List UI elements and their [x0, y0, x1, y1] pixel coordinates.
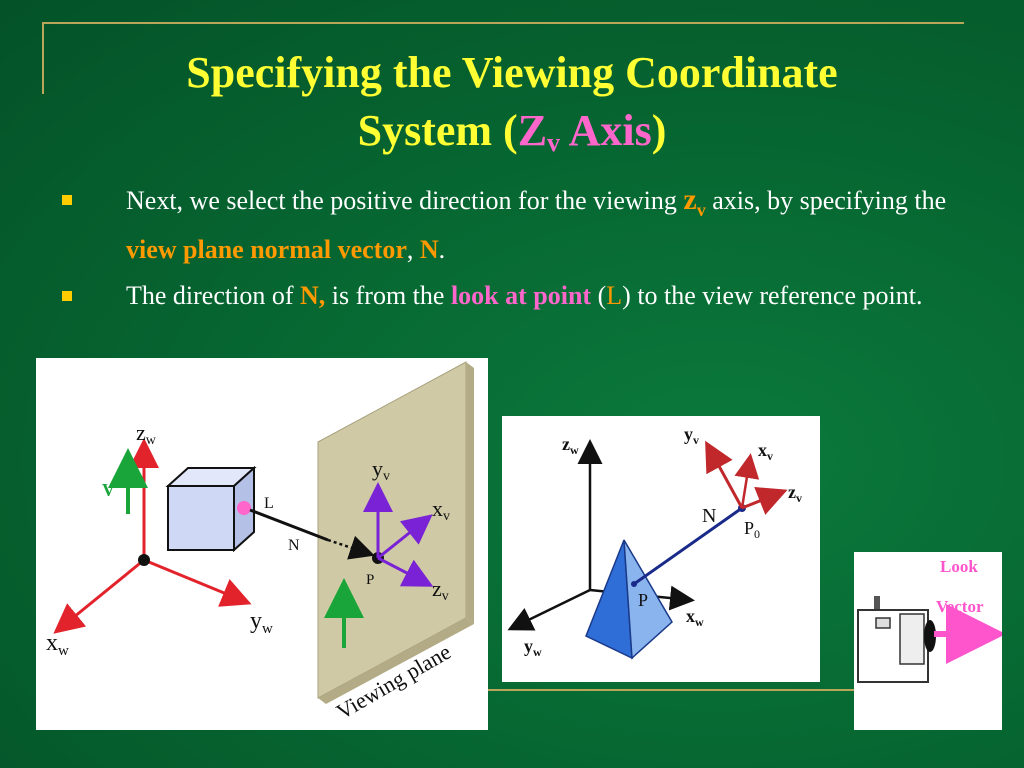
- bullet-1-zv-sub: v: [696, 200, 706, 220]
- label-look: Look: [940, 557, 978, 576]
- bullet-1-text-2: axis, by specifying the: [705, 186, 947, 215]
- world-x-axis: [53, 558, 145, 634]
- view-z-axis: [377, 556, 434, 587]
- title-z: Z: [517, 106, 548, 155]
- label-zv: zv: [788, 482, 802, 505]
- bullet-2-n: N,: [300, 281, 326, 310]
- normal-line: [249, 508, 329, 542]
- label-n: N: [288, 537, 300, 554]
- title-line-2-suffix: ): [651, 106, 667, 155]
- view-x-axis: [734, 453, 760, 509]
- label-l: L: [264, 495, 274, 512]
- bullet-item-2: The direction of N, is from the look at …: [62, 276, 982, 316]
- bullet-2-text-1: The direction of: [126, 281, 300, 310]
- label-yw: yw: [524, 636, 542, 659]
- label-zv: zv: [432, 576, 449, 604]
- frame-line-bottom: [485, 689, 855, 691]
- label-p0: P0: [744, 518, 760, 541]
- bullet-2-l: L: [606, 281, 623, 310]
- world-y-axis: [507, 588, 591, 631]
- title-line-2: System (Zv Axis): [60, 102, 964, 172]
- world-y-axis: [143, 558, 252, 607]
- frame-line-top: [42, 22, 964, 24]
- bullet-square-icon: [62, 291, 72, 301]
- view-z-axis: [741, 486, 788, 515]
- bullet-2-text-2: is from the: [325, 281, 451, 310]
- label-yw: yw: [250, 608, 273, 637]
- camera-icon: [857, 596, 936, 683]
- label-zw: zw: [562, 434, 579, 457]
- bullet-1-highlight: view plane normal vector: [126, 235, 407, 264]
- slide-title: Specifying the Viewing Coordinate System…: [60, 44, 964, 172]
- normal-line: [633, 506, 743, 586]
- label-zw: zw: [136, 420, 157, 448]
- bullet-1-n: N: [419, 235, 439, 264]
- bullet-1-text-4: .: [438, 235, 446, 264]
- view-x-axis: [377, 514, 433, 560]
- label-xv: xv: [758, 440, 773, 463]
- bullet-list: Next, we select the positive direction f…: [62, 180, 982, 322]
- label-p: P: [638, 590, 648, 610]
- bullet-square-icon: [62, 195, 72, 205]
- label-yv: yv: [684, 424, 699, 447]
- label-xv: xv: [432, 496, 450, 524]
- title-axis: Axis: [560, 106, 652, 155]
- view-y-axis: [705, 440, 744, 509]
- bullet-2-text-4: ) to the view reference point.: [622, 281, 923, 310]
- title-line-2-prefix: System (: [357, 106, 518, 155]
- bullet-1-text-1: Next, we select the positive direction f…: [126, 186, 684, 215]
- bullet-1-text-3: ,: [406, 235, 420, 264]
- label-xw: xw: [686, 606, 704, 629]
- bullet-1-zv: zv: [683, 183, 705, 220]
- camera-diagram: Look Vector: [854, 552, 1002, 730]
- object-cube: [167, 485, 235, 551]
- label-p: P: [366, 572, 374, 588]
- frame-line-left: [42, 22, 44, 94]
- label-vector: Vector: [936, 597, 984, 616]
- bullet-1-zv-letter: z: [683, 183, 697, 216]
- title-z-sub: v: [547, 128, 561, 157]
- bullet-2-highlight: look at point: [450, 281, 592, 310]
- label-n: N: [702, 505, 716, 527]
- bullet-item-1: Next, we select the positive direction f…: [62, 180, 982, 270]
- title-zv: Zv Axis: [517, 106, 652, 157]
- look-at-point: [237, 501, 251, 515]
- label-v: V: [102, 480, 115, 500]
- title-line-1: Specifying the Viewing Coordinate: [186, 48, 838, 97]
- label-xw: xw: [46, 630, 69, 659]
- label-yv: yv: [372, 456, 390, 484]
- bullet-2-text-3: (: [591, 281, 607, 310]
- viewing-plane-diagram: zw xw yw V L N P yv xv zv Viewing plane: [36, 358, 488, 730]
- pyramid-diagram: zw yv xv zv N P0 P xw yw: [502, 416, 820, 682]
